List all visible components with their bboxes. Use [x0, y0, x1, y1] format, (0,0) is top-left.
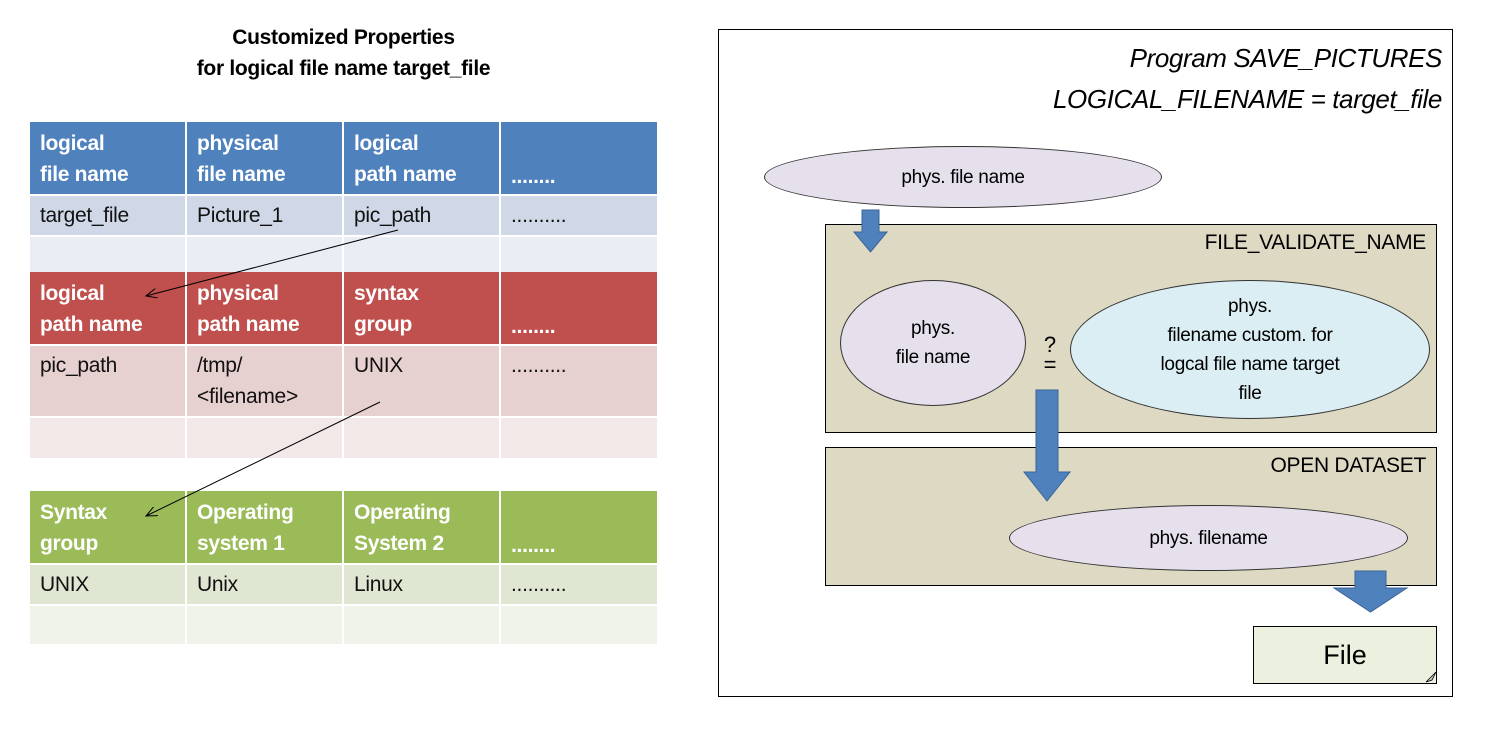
table-cell [30, 418, 185, 458]
table-cell: UNIX [344, 346, 499, 416]
header-line: group [40, 532, 98, 555]
header-line: physical [197, 132, 279, 155]
output-file-box: File [1253, 626, 1437, 684]
table-cell: .......... [501, 565, 657, 604]
ellipse-label: phys. filename custom. for logcal file n… [1161, 292, 1340, 408]
header-cell: Operating system 1 [187, 491, 342, 563]
header-line: group [354, 313, 412, 336]
header-cell: syntax group [344, 272, 499, 344]
table-cell: .......... [501, 346, 657, 416]
table-cell [187, 606, 342, 644]
table-cell: /tmp/ <filename> [187, 346, 342, 416]
logical-path-table: logical path name physical path name synta… [28, 270, 659, 460]
header-cell-more: ........ [501, 272, 657, 344]
table-cell [501, 418, 657, 458]
table-cell: .......... [501, 196, 657, 235]
cell-line: <filename> [197, 385, 298, 408]
table-cell [187, 418, 342, 458]
header-line: path name [40, 313, 143, 336]
ellipse-label: phys. filename [1149, 527, 1268, 549]
input-phys-file-name-ellipse: phys. file name [764, 146, 1162, 208]
ellipse-label: phys. file name [901, 166, 1025, 188]
header-line: syntax [354, 282, 419, 305]
header-line: System 2 [354, 532, 444, 555]
table-cell: Unix [187, 565, 342, 604]
header-cell-more: ........ [501, 491, 657, 563]
table-cell [501, 606, 657, 644]
ellipse-line: phys. [911, 318, 955, 339]
phys-file-name-ellipse: phys. file name [840, 280, 1026, 406]
question-mark: ? [1043, 332, 1057, 357]
header-line: Operating [354, 501, 451, 524]
file-label: File [1323, 639, 1367, 670]
header-cell: logical file name [30, 122, 185, 194]
comparison-symbol: ? = [1040, 332, 1060, 377]
header-line: logical [354, 132, 419, 155]
header-cell: logical path name [344, 122, 499, 194]
table-row [30, 606, 657, 644]
table-header-row: logical file name physical file name logic… [30, 122, 657, 194]
custom-phys-filename-ellipse: phys. filename custom. for logcal file n… [1070, 280, 1430, 419]
phys-filename-ellipse: phys. filename [1009, 505, 1408, 571]
table-cell [501, 237, 657, 273]
stage-label: OPEN DATASET [1270, 454, 1427, 477]
stage-label: FILE_VALIDATE_NAME [1204, 231, 1427, 254]
header-line: path name [354, 163, 457, 186]
equals-sign: = [1043, 352, 1057, 377]
header-line: logical [40, 132, 105, 155]
logical-file-table: logical file name physical file name logic… [28, 120, 659, 275]
table-cell: UNIX [30, 565, 185, 604]
logical-filename-assignment: LOGICAL_FILENAME = target_file [1052, 84, 1442, 114]
table-cell: pic_path [30, 346, 185, 416]
header-cell: Syntax group [30, 491, 185, 563]
table-row: UNIX Unix Linux .......... [30, 565, 657, 604]
title-line-2: for logical file name target_file [196, 57, 491, 80]
table-cell: pic_path [344, 196, 499, 235]
header-line: Syntax [40, 501, 108, 524]
table-header-row: logical path name physical path name synta… [30, 272, 657, 344]
ellipse-line: file name [895, 347, 971, 368]
header-line: logical [40, 282, 105, 305]
ellipse-label: phys. file name [895, 314, 971, 372]
ellipse-line: phys. [1228, 295, 1272, 317]
table-cell [30, 237, 185, 273]
table-cell: Linux [344, 565, 499, 604]
ellipse-line: file [1238, 382, 1262, 404]
ellipse-line: logcal file name target [1160, 353, 1340, 375]
program-title: Program SAVE_PICTURES LOGICAL_FILENAME =… [1053, 38, 1442, 120]
table-cell [344, 237, 499, 273]
table-row: pic_path /tmp/ <filename> UNIX .......... [30, 346, 657, 416]
table-cell [30, 606, 185, 644]
table-row [30, 237, 657, 273]
program-name: Program SAVE_PICTURES [1129, 43, 1443, 73]
header-line: path name [197, 313, 300, 336]
table-row [30, 418, 657, 458]
table-cell [344, 606, 499, 644]
header-line: file name [197, 163, 286, 186]
table-cell: target_file [30, 196, 185, 235]
header-line: file name [40, 163, 129, 186]
ellipse-line: filename custom. for [1167, 324, 1333, 346]
header-line: Operating [197, 501, 294, 524]
cell-line: /tmp/ [197, 354, 243, 377]
table-cell [344, 418, 499, 458]
header-line: system 1 [197, 532, 285, 555]
header-cell: physical path name [187, 272, 342, 344]
table-cell [187, 237, 342, 273]
header-line: physical [197, 282, 279, 305]
header-cell: physical file name [187, 122, 342, 194]
table-row: target_file Picture_1 pic_path .........… [30, 196, 657, 235]
table-cell: Picture_1 [187, 196, 342, 235]
header-cell: logical path name [30, 272, 185, 344]
header-cell-more: ........ [501, 122, 657, 194]
title-line-1: Customized Properties [232, 26, 455, 49]
diagram-title: Customized Properties for logical file n… [30, 22, 657, 84]
